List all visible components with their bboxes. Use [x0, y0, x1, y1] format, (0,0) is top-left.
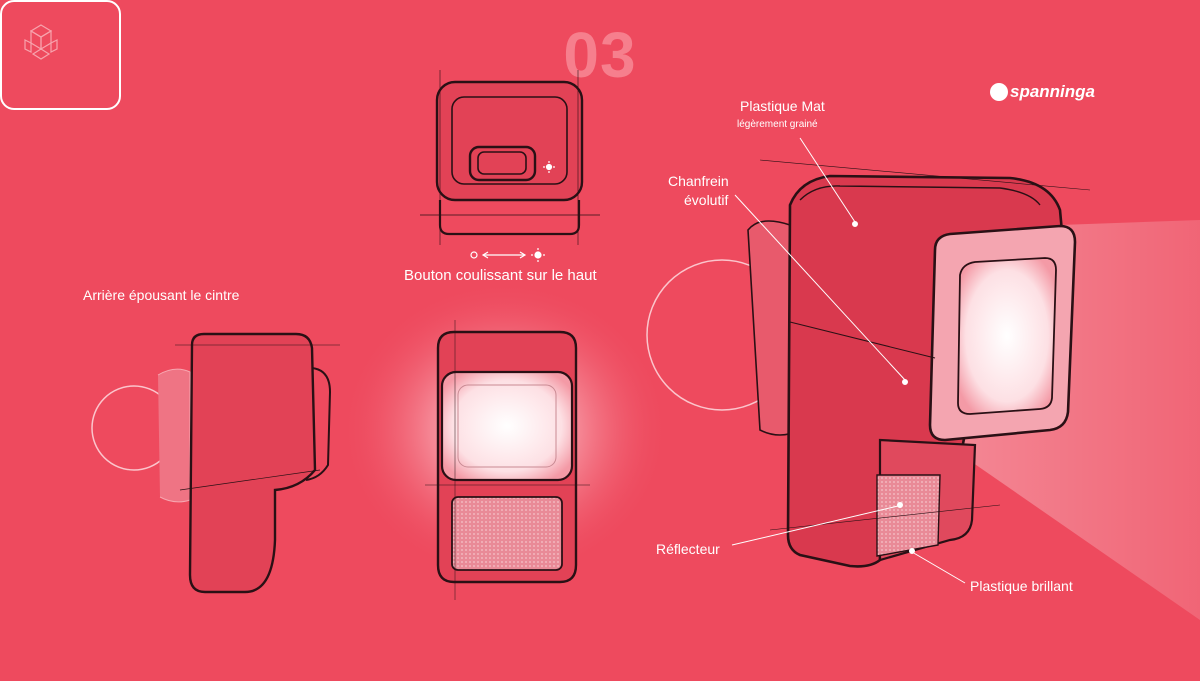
step-number: 03 [563, 19, 637, 91]
label-glossy: Plastique brillant [970, 578, 1073, 594]
side-view-sketch [157, 332, 340, 594]
perspective-sketch [747, 159, 1091, 568]
slider-indicator [470, 161, 555, 262]
sun-icon [531, 248, 545, 262]
callout-lines [731, 137, 966, 584]
label-matte-sub: légèrement grainé [737, 119, 818, 130]
label-chamfer-1: Chanfrein [668, 173, 729, 189]
label-slider: Bouton coulissant sur le haut [404, 267, 597, 284]
light-beam [940, 220, 1200, 620]
label-reflector: Réflecteur [656, 541, 720, 557]
label-matte: Plastique Mat [740, 98, 825, 114]
step-number-badge: 03 [0, 0, 636, 110]
front-view-sketch [425, 320, 590, 600]
cube-logo-icon [24, 24, 58, 60]
spanninga-logo-icon [990, 83, 1008, 101]
top-view-sketch [420, 70, 600, 245]
sun-icon [543, 161, 555, 173]
label-chamfer-2: évolutif [684, 192, 729, 208]
off-circle-icon [470, 251, 478, 259]
label-back: Arrière épousant le cintre [83, 287, 240, 303]
brand-name: spanninga [1010, 82, 1096, 101]
